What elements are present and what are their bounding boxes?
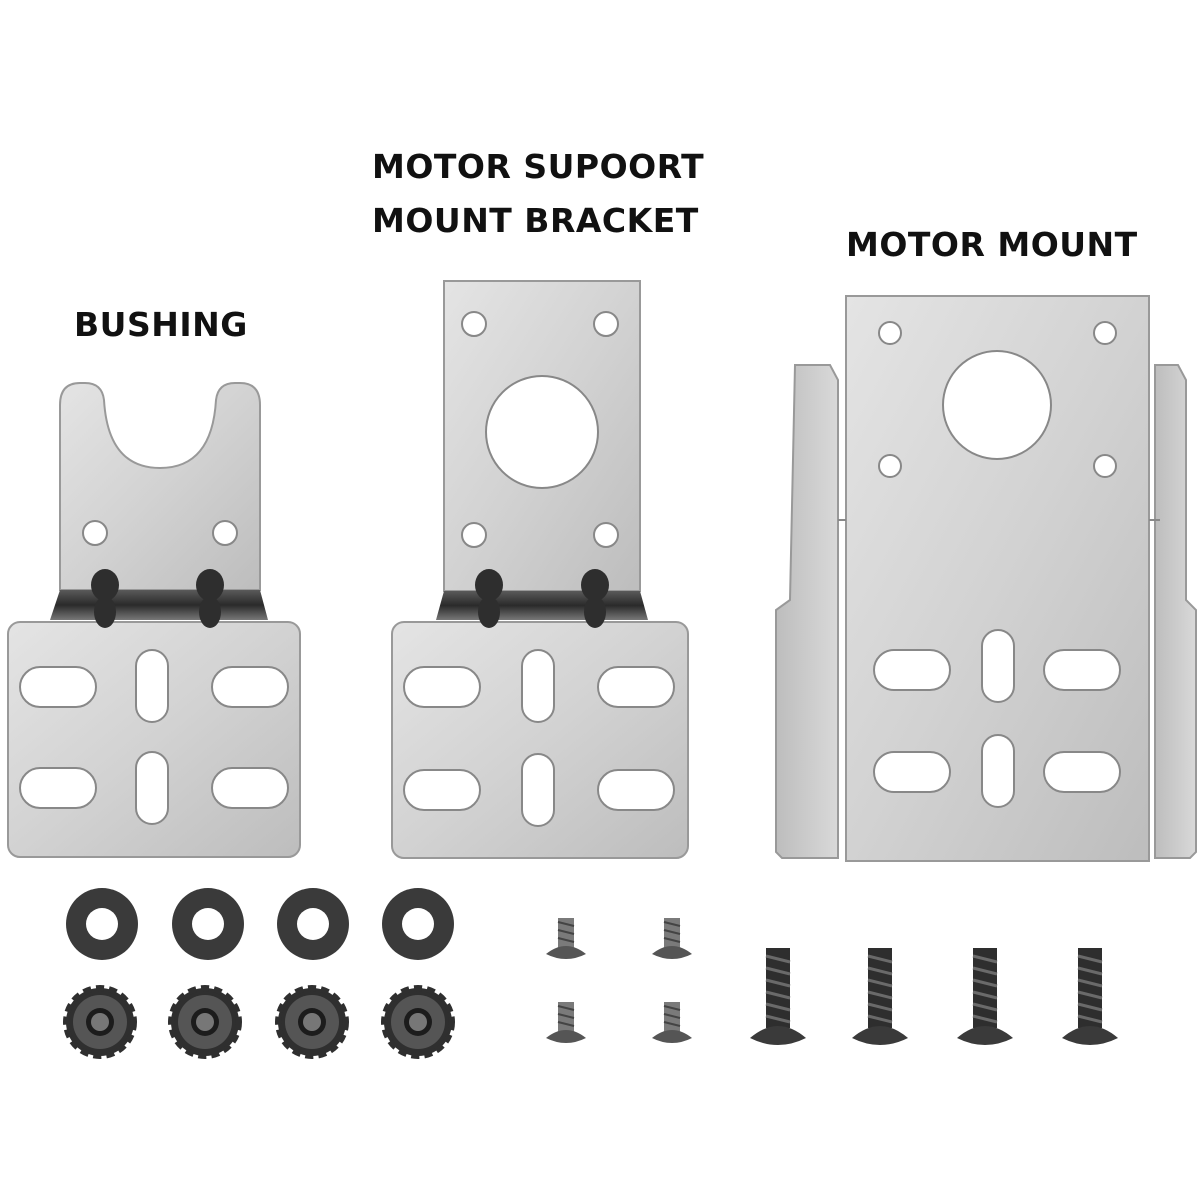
lock-nut bbox=[275, 985, 349, 1059]
motor-support-label-line2: MOUNT BRACKET bbox=[372, 201, 699, 240]
motor-support-bracket-part bbox=[391, 280, 689, 859]
motor-support-label-line1: MOTOR SUPOORT bbox=[372, 147, 705, 186]
small-screw bbox=[652, 1002, 692, 1043]
washer bbox=[277, 888, 349, 960]
motor-mount-part bbox=[775, 295, 1197, 862]
bushing-rivets bbox=[91, 569, 224, 628]
bushing-part bbox=[7, 382, 301, 858]
motor-mount-label: MOTOR MOUNT bbox=[846, 225, 1138, 264]
motor-mount-hole-bl bbox=[878, 454, 902, 478]
bracket-hole-tr bbox=[593, 311, 619, 337]
motor-mount-slots bbox=[873, 629, 1121, 808]
small-screws-group bbox=[546, 918, 692, 1043]
long-bolt bbox=[750, 948, 806, 1045]
bracket-hole-br bbox=[593, 522, 619, 548]
motor-mount-hole-tr bbox=[1093, 321, 1117, 345]
small-screw bbox=[546, 918, 586, 959]
washer bbox=[382, 888, 454, 960]
bushing-bend bbox=[50, 590, 268, 620]
bracket-bend bbox=[436, 591, 648, 620]
motor-mount-center-hole bbox=[942, 350, 1052, 460]
bracket-slots bbox=[403, 649, 675, 827]
long-bolt bbox=[957, 948, 1013, 1045]
long-bolts-group bbox=[750, 948, 1118, 1045]
motor-mount-right-flange bbox=[1154, 364, 1197, 859]
bushing-hole-left bbox=[82, 520, 108, 546]
washers-group bbox=[66, 888, 454, 960]
lock-nut bbox=[63, 985, 137, 1059]
bushing-slots bbox=[19, 649, 289, 825]
small-screw bbox=[652, 918, 692, 959]
bushing-label: BUSHING bbox=[74, 305, 248, 344]
lock-nut bbox=[168, 985, 242, 1059]
long-bolt bbox=[1062, 948, 1118, 1045]
small-screw bbox=[546, 1002, 586, 1043]
washer bbox=[172, 888, 244, 960]
bracket-hole-tl bbox=[461, 311, 487, 337]
motor-mount-left-flange bbox=[775, 364, 839, 859]
bracket-hole-bl bbox=[461, 522, 487, 548]
lock-nut bbox=[381, 985, 455, 1059]
bushing-hole-right bbox=[212, 520, 238, 546]
motor-mount-hole-br bbox=[1093, 454, 1117, 478]
bushing-upper-tab bbox=[59, 382, 261, 591]
bracket-rivets bbox=[475, 569, 609, 628]
motor-mount-hole-tl bbox=[878, 321, 902, 345]
long-bolt bbox=[852, 948, 908, 1045]
washer bbox=[66, 888, 138, 960]
lock-nuts-group bbox=[63, 985, 455, 1059]
bracket-center-hole bbox=[485, 375, 599, 489]
